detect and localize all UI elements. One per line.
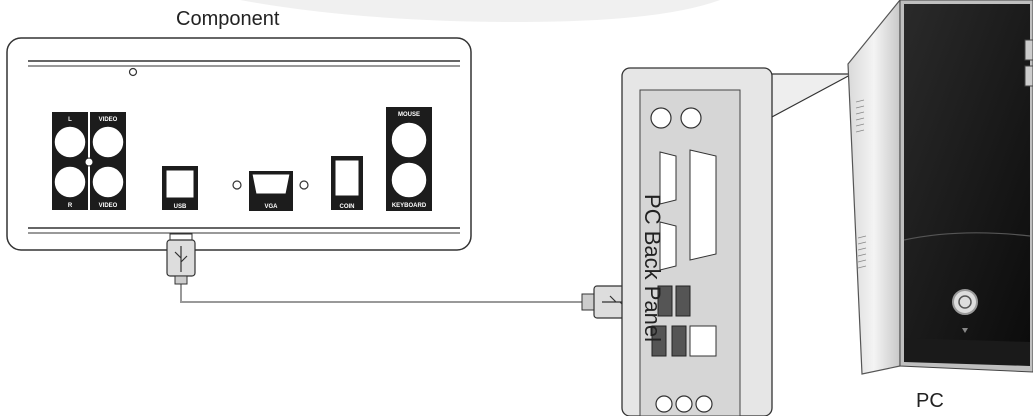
ps2-port-2	[680, 107, 702, 129]
component-coin-port: COIN	[331, 156, 363, 210]
component-title: Component	[176, 8, 280, 30]
pc-tower	[847, 0, 1033, 375]
serial-port-1	[659, 151, 677, 205]
video-top-label: VIDEO	[99, 117, 118, 123]
component-usb-port: USB	[162, 166, 198, 210]
mouse-keyboard-ports: MOUSE KEYBOARD	[386, 107, 432, 211]
power-icon	[958, 295, 972, 309]
pc-usb-port-2	[675, 285, 691, 317]
pc-back-panel-title: PC Back Panel	[640, 194, 665, 342]
keyboard-port-label: KEYBOARD	[392, 203, 427, 209]
mouse-ps2-jack	[390, 121, 428, 159]
audio-l-jack	[53, 125, 87, 159]
screw-hole	[128, 67, 138, 77]
audio-jack-2	[675, 395, 693, 413]
pc-usb-port-3	[651, 325, 667, 357]
pc-back-panel	[621, 67, 853, 416]
parallel-port	[689, 149, 717, 261]
audio-r-label: R	[68, 203, 73, 209]
ps2-port-1	[650, 107, 672, 129]
video-bottom-jack	[91, 165, 125, 199]
serial-port-2	[659, 221, 677, 271]
audio-r-jack	[53, 165, 87, 199]
audio-jack-1	[655, 395, 673, 413]
video-bottom-label: VIDEO	[99, 203, 118, 209]
usb-symbol-icon	[174, 246, 188, 272]
background-shape	[240, 0, 720, 22]
mouse-port-label: MOUSE	[398, 112, 420, 118]
video-top-jack	[91, 125, 125, 159]
audio-l-label: L	[68, 117, 72, 123]
keyboard-ps2-jack	[390, 161, 428, 199]
coin-port-label: COIN	[340, 204, 355, 210]
power-button	[952, 289, 978, 315]
component-panel: L R VIDEO VIDEO USB VGA COIN	[6, 37, 472, 251]
audio-video-ports: L R VIDEO VIDEO	[52, 112, 126, 210]
vga-port-label: VGA	[264, 204, 278, 210]
audio-jack-3	[695, 395, 713, 413]
component-vga-port: VGA	[232, 171, 309, 211]
pc-title: PC	[916, 390, 944, 412]
usb-plug-component	[166, 233, 196, 285]
lan-port	[689, 325, 717, 357]
usb-port-label: USB	[174, 204, 187, 210]
pc-usb-port-1	[657, 285, 673, 317]
pc-usb-port-4	[671, 325, 687, 357]
